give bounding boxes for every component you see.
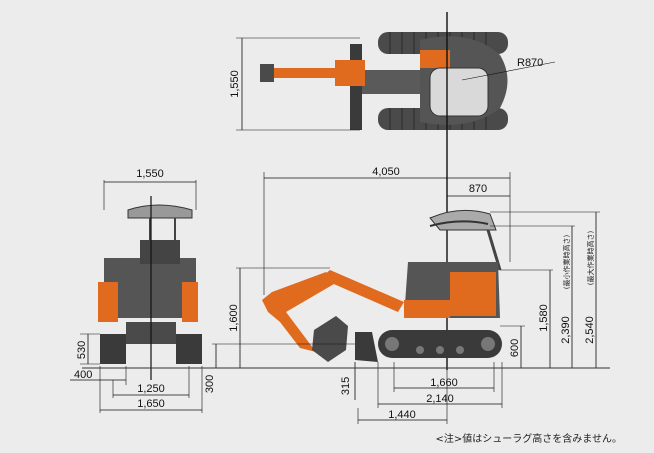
side-view: 4,050 870 2,540 (最大作業時高さ) 2,390 (最小作業時高さ… <box>204 166 600 424</box>
side-bucket <box>312 316 348 362</box>
side-boom <box>320 270 404 312</box>
front-body <box>104 258 196 318</box>
counterweight-clearance-label: 600 <box>509 339 521 357</box>
top-width-label: 1,550 <box>229 70 241 98</box>
top-boom-base <box>335 60 365 86</box>
top-canopy <box>429 67 489 117</box>
top-frame <box>362 70 422 94</box>
front-orange-left <box>98 282 118 322</box>
track-height-label: 530 <box>76 341 88 359</box>
tumbler-distance-label: 1,660 <box>430 377 458 389</box>
shoe-width-label: 400 <box>74 369 92 381</box>
front-canopy-roof <box>127 204 193 219</box>
front-track-right <box>176 334 202 364</box>
max-height-label: 2,540 <box>584 316 596 344</box>
front-view: 1,550 530 400 1,250 1,650 <box>70 168 203 413</box>
max-height-note: (最大作業時高さ) <box>586 231 595 286</box>
track-gauge-label: 1,250 <box>137 383 165 395</box>
top-bucket <box>260 64 274 82</box>
front-seat <box>140 240 180 264</box>
overall-track-width-label: 1,650 <box>137 398 165 410</box>
side-counterweight <box>450 272 496 316</box>
side-crawler <box>378 330 502 358</box>
min-height-label: 2,390 <box>560 316 572 344</box>
blade-height-label: 300 <box>204 375 216 393</box>
cab-height-label: 1,580 <box>538 304 550 332</box>
ground-clearance-label: 315 <box>340 377 352 395</box>
swing-radius-label: R870 <box>517 57 543 69</box>
rear-overhang-label: 870 <box>469 183 487 195</box>
top-view: 1,550 R870 <box>229 12 556 370</box>
min-height-note: (最小作業時高さ) <box>562 235 571 290</box>
front-orange-right <box>182 282 198 322</box>
side-swing-bracket <box>404 300 450 318</box>
blade-distance-label: 1,440 <box>388 409 416 421</box>
front-track-left <box>100 334 126 364</box>
crawler-length-label: 2,140 <box>426 393 454 405</box>
top-orange-panel <box>420 50 450 68</box>
boom-height-label: 1,600 <box>228 304 240 332</box>
side-blade <box>355 332 378 362</box>
top-blade <box>350 44 362 130</box>
footnote: <注>値はシューラグ高さを含みません。 <box>436 432 622 445</box>
top-arm <box>268 68 363 78</box>
front-width-label: 1,550 <box>136 168 164 180</box>
side-canopy-upper <box>429 209 497 231</box>
overall-length-label: 4,050 <box>372 166 400 178</box>
side-arm <box>262 272 334 352</box>
